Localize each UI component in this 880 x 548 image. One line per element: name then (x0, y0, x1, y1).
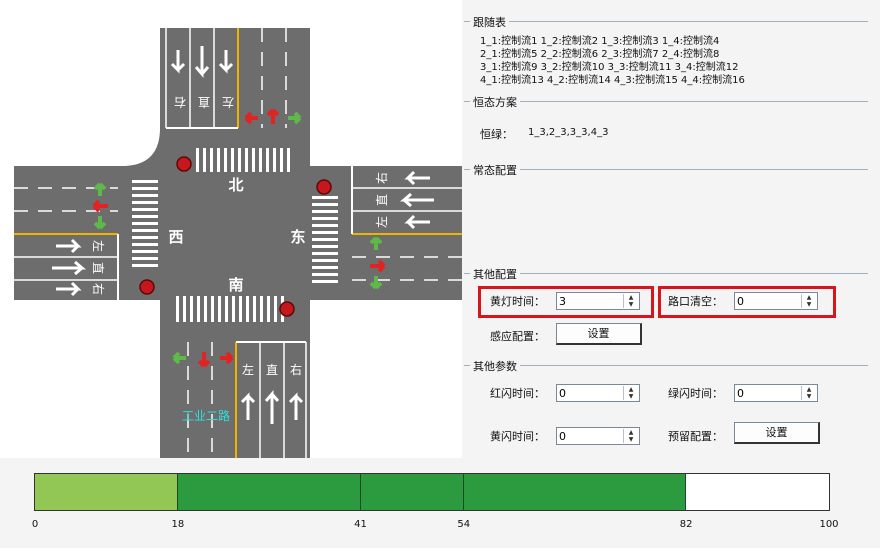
timeline-tick-label: 18 (171, 519, 185, 530)
red-flash-spinner[interactable]: ▲▼ (556, 384, 640, 402)
green-flash-input[interactable] (737, 386, 795, 400)
follow-row-1: 1_1:控制流1 1_2:控制流2 1_3:控制流3 1_4:控制流4 (480, 36, 720, 47)
spin-up-icon[interactable]: ▲ (806, 294, 812, 301)
follow-row-4: 4_1:控制流13 4_2:控制流14 4_3:控制流15 4_4:控制流16 (480, 75, 745, 86)
green-flash-label: 绿闪时间： (668, 387, 723, 400)
direction-west-label: 西 (168, 228, 183, 246)
signal-light-northwest (176, 156, 192, 172)
other-config-group: 其他配置 (464, 266, 868, 354)
intersection-map: 北 南 西 东 右 直 左 左 直 右 左 直 右 左 直 右 工业二路 (0, 0, 462, 458)
clear-time-highlight (658, 286, 836, 318)
phase-timeline (34, 473, 830, 511)
spin-down-icon[interactable]: ▼ (806, 393, 812, 400)
east-phase-arrows (369, 236, 386, 290)
yellow-flash-spinner[interactable]: ▲▼ (556, 427, 640, 445)
timeline-tick-label: 41 (354, 519, 367, 530)
west-lane-straight-label: 直 (91, 262, 105, 274)
yellow-time-spinner[interactable]: ▲▼ (556, 292, 640, 310)
timeline-tick-label: 100 (819, 519, 839, 530)
spin-down-icon[interactable]: ▼ (628, 436, 634, 443)
east-lane-straight-label: 直 (375, 194, 389, 206)
west-lane-right-label: 右 (91, 283, 106, 295)
timeline-segment (686, 474, 829, 510)
red-flash-input[interactable] (559, 386, 617, 400)
spin-down-icon[interactable]: ▼ (806, 301, 812, 308)
spin-up-icon[interactable]: ▲ (628, 386, 634, 393)
timeline-tick-label: 0 (31, 519, 39, 530)
yellow-time-input[interactable] (559, 294, 617, 308)
follow-row-2: 2_1:控制流5 2_2:控制流6 2_3:控制流7 2_4:控制流8 (480, 49, 720, 60)
timeline-segment (463, 474, 687, 510)
west-lane-left-label: 左 (91, 240, 106, 252)
south-phase-arrows (172, 351, 234, 368)
constant-green-value: 1_3,2_3,3_3,4_3 (528, 127, 609, 138)
green-flash-stepper[interactable]: ▲▼ (801, 386, 816, 400)
spin-up-icon[interactable]: ▲ (628, 429, 634, 436)
north-lane-left-label: 左 (222, 95, 234, 110)
yellow-flash-stepper[interactable]: ▲▼ (623, 429, 638, 443)
yellow-time-label: 黄灯时间： (490, 295, 545, 308)
spin-down-icon[interactable]: ▼ (628, 393, 634, 400)
south-lane-straight-label: 直 (266, 363, 278, 377)
west-phase-arrows (92, 182, 108, 230)
follow-table-group: 跟随表 1_1:控制流1 1_2:控制流2 1_3:控制流3 1_4:控制流4 … (464, 14, 868, 96)
clear-time-stepper[interactable]: ▲▼ (801, 294, 816, 308)
constant-config-title: 常态配置 (470, 162, 520, 178)
clear-time-input[interactable] (737, 294, 795, 308)
signal-light-southeast (279, 301, 295, 317)
red-flash-label: 红闪时间： (490, 387, 545, 400)
yellow-flash-label: 黄闪时间： (490, 430, 545, 443)
north-phase-arrows (244, 108, 302, 125)
yellow-time-highlight (478, 286, 654, 318)
other-params-title: 其他参数 (470, 358, 520, 374)
north-lane-right-label: 右 (174, 95, 186, 110)
follow-row-3: 3_1:控制流9 3_2:控制流10 3_3:控制流11 3_4:控制流12 (480, 62, 739, 73)
signal-light-southwest (139, 279, 155, 295)
sense-config-button[interactable]: 设置 (556, 323, 642, 345)
north-lane-straight-label: 直 (198, 95, 210, 109)
other-params-group: 其他参数 (464, 358, 868, 452)
direction-east-label: 东 (290, 228, 305, 246)
constant-config-group: 常态配置 (464, 162, 868, 262)
intersection-drawing: 北 南 西 东 右 直 左 左 直 右 左 直 右 左 直 右 工业二路 (14, 28, 462, 458)
spin-up-icon[interactable]: ▲ (628, 294, 634, 301)
timeline-segment (360, 474, 464, 510)
signal-light-northeast (316, 179, 332, 195)
east-lane-left-label: 左 (374, 216, 389, 228)
yellow-flash-input[interactable] (559, 429, 617, 443)
clear-time-spinner[interactable]: ▲▼ (734, 292, 818, 310)
constant-plan-group: 恒态方案 恒绿： 1_3,2_3,3_3,4_3 (464, 94, 868, 154)
east-lane-right-label: 右 (374, 172, 389, 184)
south-lane-left-label: 左 (242, 362, 254, 377)
red-flash-stepper[interactable]: ▲▼ (623, 386, 638, 400)
road-name-label: 工业二路 (182, 408, 230, 423)
constant-green-label: 恒绿： (480, 128, 513, 141)
timeline-segment (35, 474, 178, 510)
direction-south-label: 南 (228, 276, 243, 294)
yellow-time-stepper[interactable]: ▲▼ (623, 294, 638, 308)
green-flash-spinner[interactable]: ▲▼ (734, 384, 818, 402)
reserve-config-label: 预留配置： (668, 430, 723, 443)
follow-table-title: 跟随表 (470, 14, 509, 30)
constant-plan-title: 恒态方案 (470, 94, 520, 110)
sense-config-label: 感应配置： (490, 330, 545, 343)
reserve-config-button[interactable]: 设置 (734, 422, 820, 444)
south-lane-right-label: 右 (290, 362, 302, 377)
timeline-segment (177, 474, 361, 510)
other-config-title: 其他配置 (470, 266, 520, 282)
timeline-tick-label: 82 (679, 519, 693, 530)
spin-down-icon[interactable]: ▼ (628, 301, 634, 308)
spin-up-icon[interactable]: ▲ (806, 386, 812, 393)
clear-time-label: 路口清空： (668, 295, 723, 308)
timeline-tick-label: 54 (457, 519, 471, 530)
direction-north-label: 北 (228, 176, 243, 194)
